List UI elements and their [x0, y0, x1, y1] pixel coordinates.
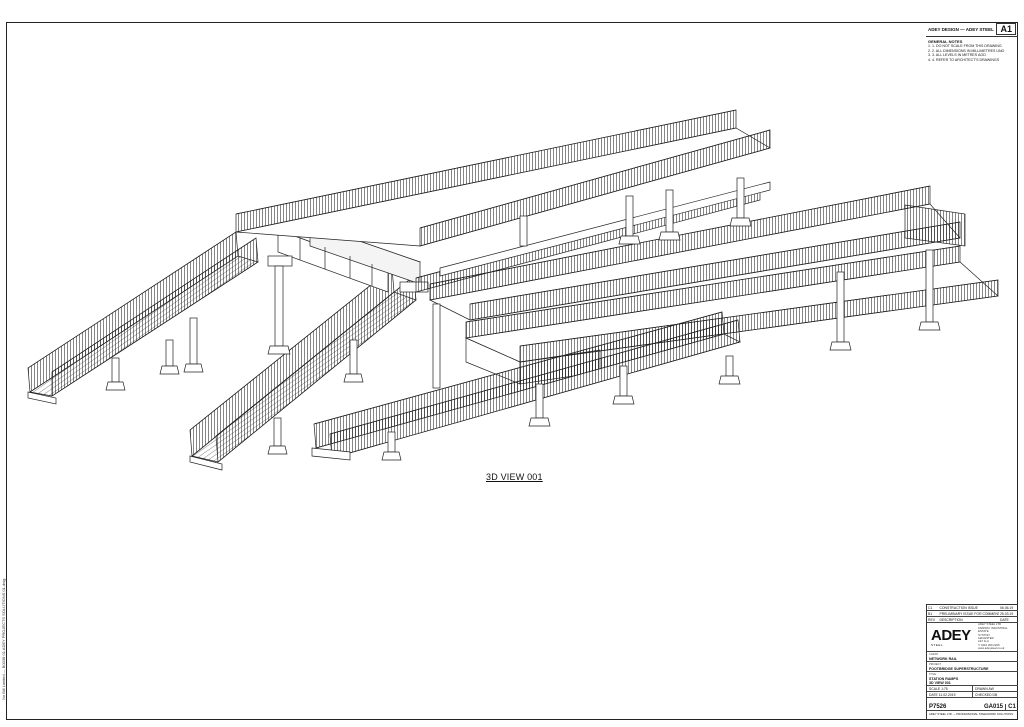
note-item: 1. DO NOT SCALE FROM THIS DRAWING	[932, 44, 1016, 49]
company-logo: ADEY STEEL	[927, 628, 974, 647]
date-checked-row: DATE 11.02.2019 CHECKED DB	[927, 692, 1018, 698]
field-label: TITLE	[929, 672, 937, 676]
general-notes: ADEY DESIGN — ADEY STEEL A1 GENERAL NOTE…	[926, 22, 1018, 62]
title-value: STATION RAMPS	[929, 676, 959, 681]
drawing-sheet-border	[6, 22, 1018, 720]
note-item: 2. ALL DIMENSIONS IN MILLIMETRES UNO	[932, 49, 1016, 54]
logo-subtitle: STEEL	[931, 642, 944, 647]
view-name-value: 3D VIEW 001	[929, 680, 951, 685]
revision-row: C1 CONSTRUCTION ISSUE 06.06.19	[927, 605, 1018, 611]
checked-value: DB	[992, 692, 998, 697]
client-value: NETWORK RAIL	[929, 656, 957, 661]
field-label: CLIENT	[929, 652, 939, 656]
field-label: PROJECT	[929, 662, 942, 666]
rev-date: 25.03.19	[1000, 611, 1014, 616]
note-item: 4. REFER TO ARCHITECT'S DRAWINGS	[932, 58, 1016, 63]
job-number: P7526	[929, 704, 947, 710]
revision-row: B1 PRELIMINARY ISSUE FOR COMMENT 25.03.1…	[927, 611, 1018, 617]
drawing-number: GA015	[983, 704, 1003, 710]
rev-desc: DESCRIPTION	[939, 617, 963, 622]
rev-desc: PRELIMINARY ISSUE FOR COMMENT	[939, 611, 999, 616]
address-line: T: 0116 269 2225	[978, 642, 1000, 647]
address-line: FAIRWAY INDUSTRIAL ESTATE	[978, 625, 1008, 634]
company-address: ADEY STEEL LTD FAIRWAY INDUSTRIAL ESTATE…	[974, 622, 1018, 651]
rev-date: DATE	[1000, 617, 1009, 622]
rev-date: 06.06.19	[1000, 605, 1014, 610]
rev-code: REV	[928, 617, 935, 622]
field-label: DRAWN	[975, 686, 988, 691]
field-label: DATE	[929, 692, 938, 697]
field-label: CHECKED	[975, 692, 992, 697]
notes-list: 1. DO NOT SCALE FROM THIS DRAWING 2. ALL…	[926, 44, 1018, 62]
rev-code: B1	[928, 611, 933, 616]
address-line: ADEY STEEL LTD	[978, 622, 1002, 627]
sheet-size: A1	[996, 23, 1016, 35]
title-block-footer: ADEY STEEL LTD — PROFESSIONAL STEELWORK …	[929, 711, 1014, 716]
side-file-note: No Bill Limited — B0038 01 ADEY PROJECTS…	[1, 578, 6, 700]
field-label: SCALE	[929, 686, 941, 691]
scale-drawn-row: SCALE 1:75 DRAWN AW	[927, 686, 1018, 692]
ramp-upper	[235, 109, 771, 293]
stair-a	[27, 231, 259, 405]
support-columns	[105, 177, 941, 461]
date-value: 11.02.2019	[938, 692, 956, 697]
client-field: CLIENT NETWORK RAIL	[927, 652, 1018, 662]
stair-b	[189, 267, 417, 471]
address-line: SYSTON	[978, 632, 990, 637]
project-field: PROJECT FOOTBRIDGE SUPERSTRUCTURE	[927, 662, 1018, 672]
title-field: TITLE STATION RAMPS 3D VIEW 001	[927, 672, 1018, 686]
notes-heading: GENERAL NOTES	[928, 39, 963, 44]
notes-header: ADEY DESIGN — ADEY STEEL A1	[926, 22, 1018, 37]
project-value: FOOTBRIDGE SUPERSTRUCTURE	[929, 666, 989, 671]
title-block: C1 CONSTRUCTION ISSUE 06.06.19 B1 PRELIM…	[926, 604, 1018, 720]
company-name: ADEY DESIGN — ADEY STEEL	[928, 26, 994, 32]
address-line: LEICESTER	[978, 636, 994, 640]
drawing-number-row: P7526 GA015 C1	[927, 698, 1018, 711]
rev-code: C1	[928, 605, 933, 610]
logo-mark: ADEY	[931, 626, 971, 644]
company-logo-row: ADEY STEEL ADEY STEEL LTD FAIRWAY INDUST…	[927, 622, 1018, 652]
note-item: 3. ALL LEVELS IN METRES AOD	[932, 53, 1016, 58]
revision-header: REV DESCRIPTION DATE	[927, 617, 1018, 623]
address-line: LE7 1LA	[978, 639, 989, 644]
ramp-front	[311, 311, 741, 461]
drawing-revision: C1	[1005, 704, 1018, 710]
scale-value: 1:75	[941, 686, 948, 691]
drawn-value: AW	[988, 686, 994, 691]
view-label: 3D VIEW 001	[486, 472, 543, 482]
rev-desc: CONSTRUCTION ISSUE	[939, 605, 978, 610]
ramp-middle	[428, 185, 966, 321]
address-line: www.adeysteel.co.uk	[978, 646, 1005, 651]
